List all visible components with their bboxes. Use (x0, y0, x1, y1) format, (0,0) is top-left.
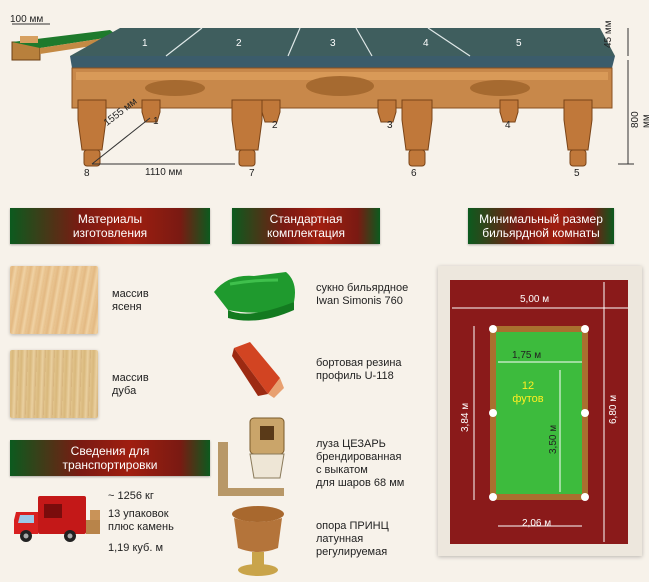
table-size-line1: 12 (521, 380, 535, 392)
leg-number-8: 8 (84, 168, 90, 179)
table-size-line2: футов (512, 393, 544, 405)
span-label: 1110 мм (145, 167, 183, 178)
pocket-icon (218, 417, 285, 496)
cloth-line2: Iwan Simonis 760 (316, 295, 403, 307)
transport-packages: 13 упаковок плюс камень (108, 508, 174, 534)
materials-header-line2: изготовления (72, 226, 148, 240)
play-width-label: 1,75 м (512, 350, 542, 361)
pocket-number-4: 4 (423, 38, 429, 49)
cloth-label: сукно бильярдное Iwan Simonis 760 (316, 282, 408, 308)
oak-label-line2: дуба (112, 385, 137, 397)
leg-number-7: 7 (249, 168, 255, 179)
rail-width-label: 100 мм (10, 14, 44, 25)
cloth-line1: сукно бильярдное (316, 282, 409, 294)
table-cloth (496, 332, 582, 494)
pocket-line2: брендированная (316, 451, 402, 463)
pocket-line1: луза ЦЕЗАРЬ (316, 438, 386, 450)
transport-header-line1: Сведения для (70, 444, 150, 458)
ash-wood-label: массив ясеня (112, 288, 149, 314)
pocket-line3: с выкатом (316, 464, 368, 476)
oak-label-line1: массив (112, 372, 149, 384)
standard-header-line1: Стандартная (269, 212, 343, 226)
room-height-label: 6,80 м (608, 394, 619, 424)
transport-weight: ~ 1256 кг (108, 490, 154, 502)
pocket-number-1: 1 (142, 38, 148, 49)
support-line2: латунная (316, 533, 364, 545)
pocket-dot (489, 409, 497, 417)
cushion-line1: бортовая резина (316, 357, 402, 369)
transport-volume: 1,19 куб. м (108, 542, 163, 554)
leg-number-2: 2 (272, 120, 278, 131)
room-header-line1: Минимальный размер (479, 212, 603, 226)
leg-number-1: 1 (153, 116, 159, 127)
billiard-cloth-icon (214, 272, 295, 321)
height-top-label: 45 мм (603, 20, 614, 48)
transport-header-line2: транспортировки (62, 458, 158, 472)
leg-number-6: 6 (411, 168, 417, 179)
pocket-dot (581, 409, 589, 417)
pocket-line4: для шаров 68 мм (316, 477, 405, 489)
oak-wood-label: массив дуба (112, 372, 149, 398)
pocket-number-2: 2 (236, 38, 242, 49)
oak-wood-swatch (10, 350, 98, 418)
cushion-label: бортовая резина профиль U-118 (316, 357, 402, 383)
pocket-dot (489, 325, 497, 333)
pocket-dot (581, 325, 589, 333)
pocket-dot (581, 493, 589, 501)
packages-line1: 13 упаковок (108, 508, 169, 520)
pocket-number-3: 3 (330, 38, 336, 49)
play-length-label: 3,50 м (548, 424, 559, 454)
table-legs (77, 99, 593, 167)
billiard-table-illustration (11, 23, 634, 167)
table-outer-width-label: 2,06 м (522, 518, 552, 529)
support-label: опора ПРИНЦ латунная регулируемая (316, 520, 389, 559)
standard-header-line2: комплектация (267, 226, 345, 240)
room-plan: 5,00 м 6,80 м 1,75 м 3,50 м 3,84 м 2,06 … (438, 266, 642, 556)
cushion-rubber-icon (232, 342, 284, 398)
cushion-line2: профиль U-118 (316, 370, 394, 382)
leg-number-3: 3 (387, 120, 393, 131)
ash-wood-swatch (10, 266, 98, 334)
room-header-line2: бильярдной комнаты (482, 226, 600, 240)
room-width-label: 5,00 м (520, 294, 550, 305)
ash-label-line1: массив (112, 288, 149, 300)
delivery-truck-icon (14, 496, 100, 542)
leg-number-5: 5 (574, 168, 580, 179)
packages-line2: плюс камень (108, 521, 174, 533)
table-cloth-top (70, 28, 615, 56)
table-size-label: 12 футов (508, 380, 548, 406)
pocket-label: луза ЦЕЗАРЬ брендированная с выкатом для… (316, 438, 404, 490)
support-line1: опора ПРИНЦ (316, 520, 389, 532)
pocket-dot (489, 493, 497, 501)
room-dimension-lines (452, 282, 628, 542)
support-leg-icon (232, 506, 284, 576)
table-diagram: 100 мм 1 2 3 4 5 1 2 3 4 5 6 7 8 45 мм 8… (0, 0, 649, 190)
leg-number-4: 4 (505, 120, 511, 131)
materials-header-line1: Материалы (77, 212, 143, 226)
pocket-number-5: 5 (516, 38, 522, 49)
table-outer-height-label: 3,84 м (460, 402, 471, 432)
height-total-label: 800 мм (630, 111, 649, 128)
support-line3: регулируемая (316, 546, 388, 558)
ash-label-line2: ясеня (112, 301, 142, 313)
